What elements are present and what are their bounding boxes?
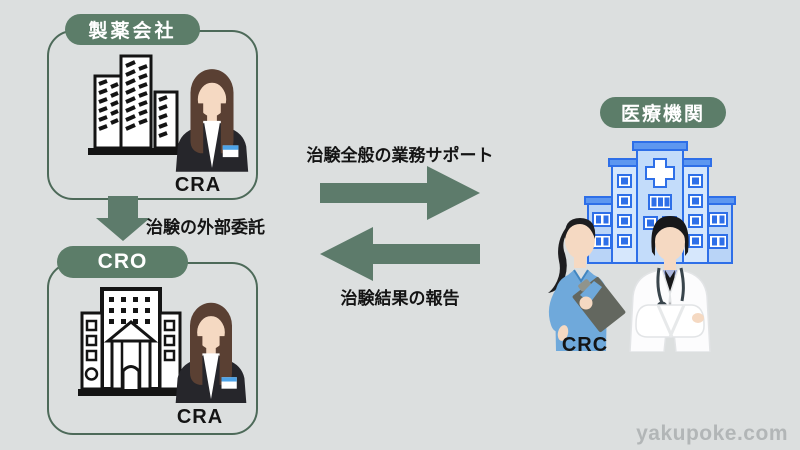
cra-label-pharma: CRA (174, 174, 222, 196)
report-arrow-label: 治験結果の報告 (340, 289, 460, 308)
doctor-icon (629, 216, 711, 352)
site-watermark: yakupoke.com (636, 422, 788, 445)
business-woman-icon (175, 69, 249, 172)
pharma-company-title: 製薬会社 (65, 14, 200, 45)
nurse-icon (548, 218, 626, 351)
down-arrow-icon (96, 196, 150, 241)
medical-institution-title: 医療機関 (600, 97, 726, 128)
cra-label-cro: CRA (176, 406, 224, 428)
cro-title: CRO (57, 246, 188, 278)
crc-label: CRC (561, 334, 609, 356)
business-woman-icon (175, 302, 247, 403)
left-arrow-icon (320, 227, 480, 281)
support-arrow-label: 治験全般の業務サポート (306, 146, 494, 165)
outsource-arrow-label: 治験の外部委託 (146, 218, 265, 237)
right-arrow-icon (320, 166, 480, 220)
cro-building-icon (78, 287, 184, 396)
office-buildings-icon (88, 54, 186, 155)
